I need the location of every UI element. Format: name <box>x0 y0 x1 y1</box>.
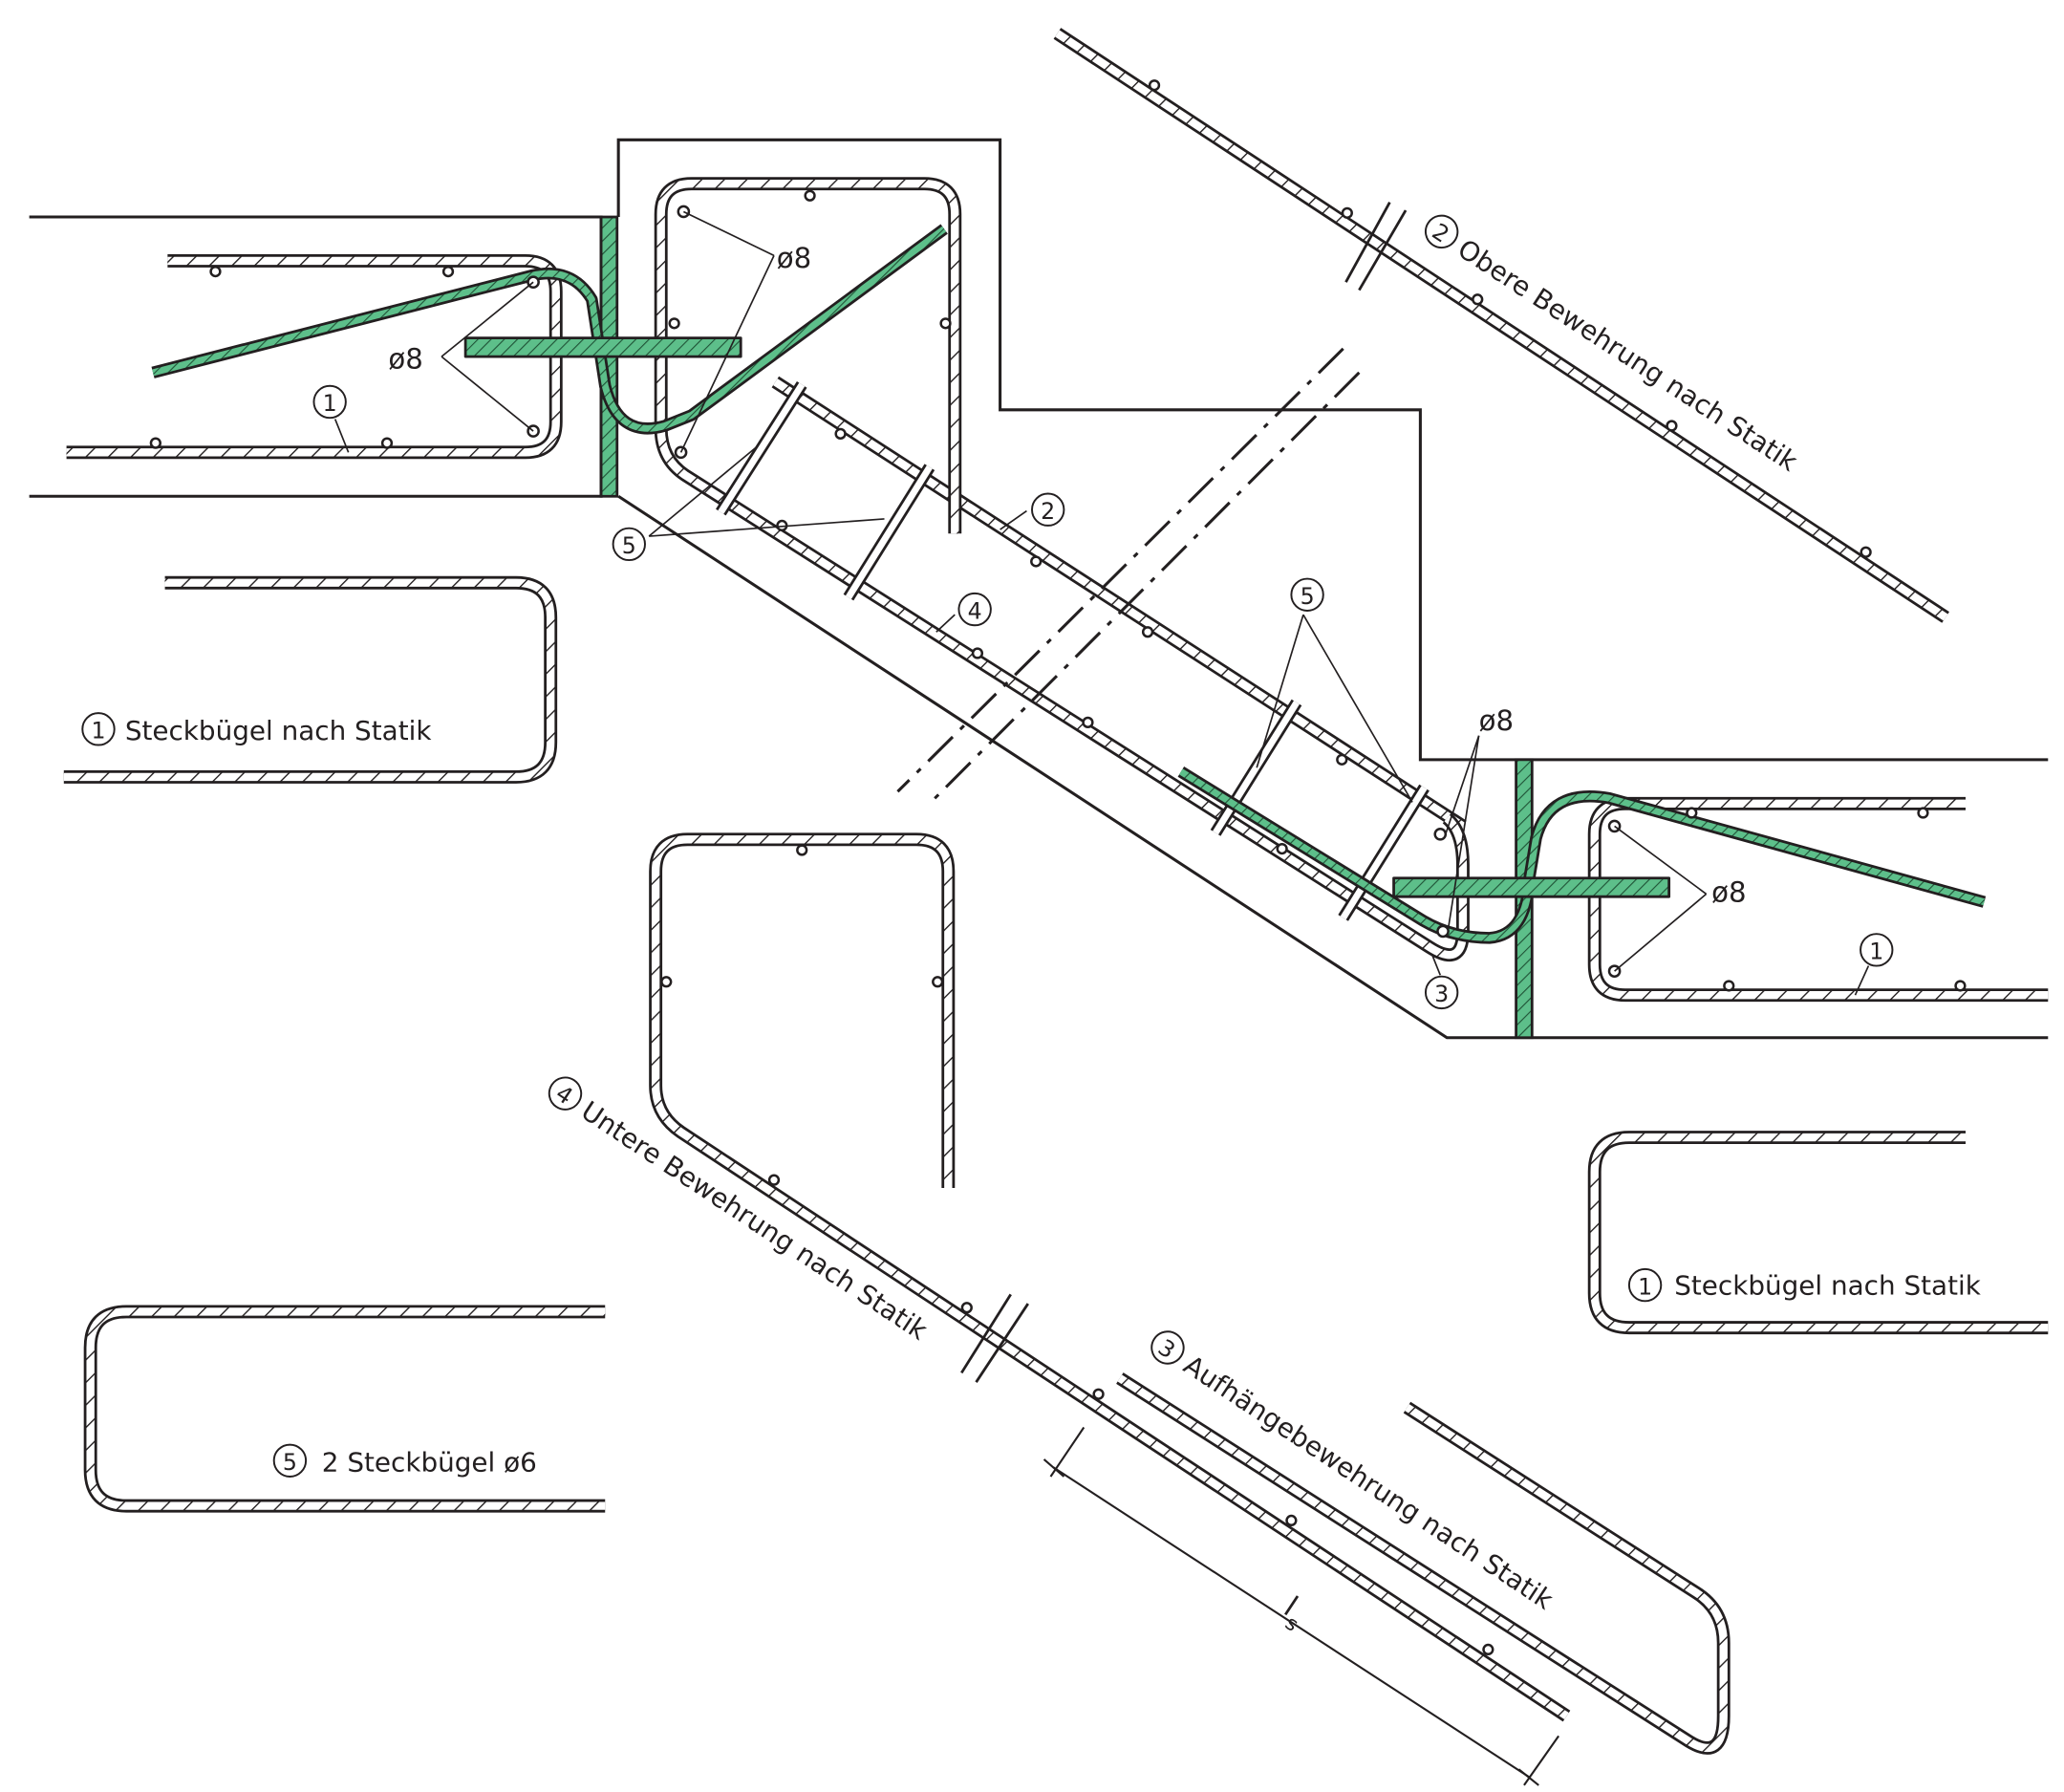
shape-5-steckbuegel <box>83 1305 606 1513</box>
svg-text:4: 4 <box>968 597 982 624</box>
svg-text:2 Steckbügel ø6: 2 Steckbügel ø6 <box>322 1446 537 1478</box>
svg-text:Steckbügel nach Statik: Steckbügel nach Statik <box>1674 1269 1982 1301</box>
svg-text:Steckbügel nach Statik: Steckbügel nach Statik <box>125 715 433 746</box>
connector-right <box>1177 766 1987 944</box>
svg-text:1: 1 <box>323 390 337 417</box>
stair-soffit-outline <box>617 494 2049 1040</box>
legend-steckbuegel-left: 1 Steckbügel nach Statik <box>81 712 433 746</box>
svg-text:1: 1 <box>1638 1273 1652 1300</box>
shape-3-aufhaenge <box>1116 1372 1731 1755</box>
svg-text:2: 2 <box>1041 498 1055 525</box>
bar-dots <box>149 79 1967 1656</box>
dia8-label-landing: ø8 <box>777 242 811 274</box>
stair-landing-outline <box>616 138 2049 762</box>
shape-1-right <box>1587 1131 2049 1335</box>
connector-right-pressure-bar <box>1392 876 1671 898</box>
legend-obere: 2 Obere Bewehrung nach Statik <box>1424 214 1804 479</box>
marker-5-left: 5 <box>612 527 646 562</box>
break-marks <box>960 202 1408 1383</box>
position-markers: 1 5 2 4 5 3 1 <box>312 384 1894 1010</box>
svg-text:5: 5 <box>1301 583 1315 610</box>
dimension-ls <box>1043 1426 1559 1786</box>
section-lines <box>896 347 1361 804</box>
marker-1-left: 1 <box>312 384 347 420</box>
svg-text:5: 5 <box>283 1449 297 1476</box>
connector-left-pressure-bar <box>463 336 742 358</box>
marker-4: 4 <box>957 592 992 627</box>
svg-text:Aufhängebewehrung nach Statik: Aufhängebewehrung nach Statik <box>1178 1349 1559 1616</box>
dia8-label-left: ø8 <box>388 343 422 376</box>
svg-text:1: 1 <box>91 718 105 745</box>
legend-steckbuegel-o6: 5 2 Steckbügel ø6 <box>272 1443 537 1478</box>
marker-1-right: 1 <box>1860 933 1894 967</box>
rebars <box>63 28 2049 1755</box>
shape-1-left <box>63 575 558 784</box>
dia8-label-right: ø8 <box>1711 876 1746 909</box>
svg-text:1: 1 <box>1869 939 1883 965</box>
connector-left <box>151 224 948 435</box>
marker-3: 3 <box>1424 975 1459 1010</box>
svg-text:5: 5 <box>622 532 636 559</box>
dia8-label-right-top: ø8 <box>1479 704 1514 737</box>
leader-lines <box>333 210 1870 996</box>
marker-5-right: 5 <box>1290 577 1324 612</box>
svg-text:Obere Bewehrung nach Statik: Obere Bewehrung nach Statik <box>1452 233 1804 479</box>
svg-text:3: 3 <box>1434 981 1449 1007</box>
shape-4-untere <box>649 832 1571 1722</box>
shape-2-obere <box>1053 28 1949 623</box>
stirrup-4-placed <box>654 177 1470 962</box>
svg-text:Untere Bewehrung nach Statik: Untere Bewehrung nach Statik <box>575 1095 934 1347</box>
legend-steckbuegel-right: 1 Steckbügel nach Statik <box>1627 1267 1982 1303</box>
marker-2: 2 <box>1031 492 1065 527</box>
bar-2-placed <box>771 376 1467 832</box>
